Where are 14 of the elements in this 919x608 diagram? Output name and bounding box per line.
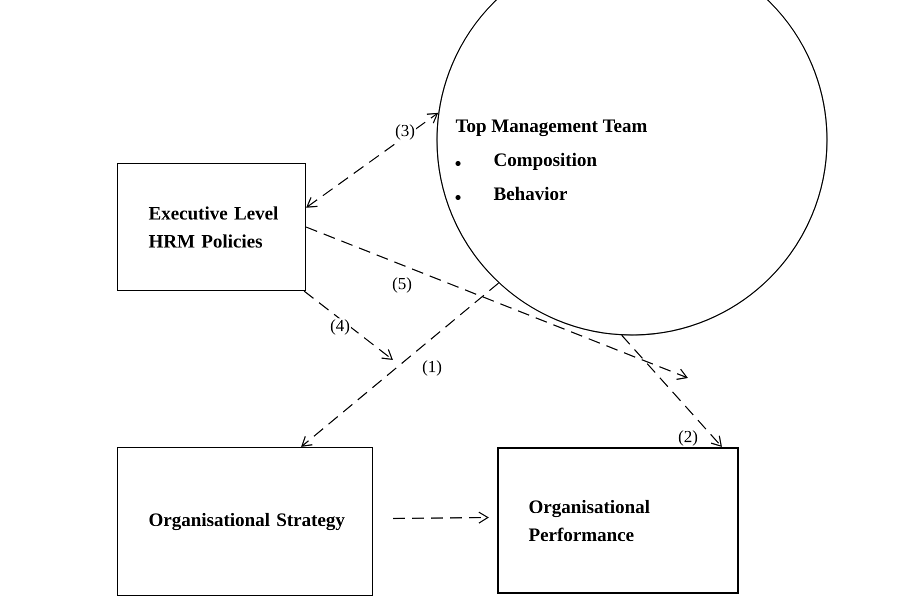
arrow (621, 334, 722, 447)
arrow (304, 290, 393, 360)
arrow (306, 112, 438, 208)
text-box: Executive Level HRM Policies (117, 163, 306, 291)
arrow (306, 226, 688, 380)
edge-label: (5) (391, 276, 413, 294)
text-box: Organisational Strategy (117, 447, 373, 596)
edge-label: (4) (329, 318, 351, 336)
text-box: Organisational Performance (497, 447, 739, 594)
arrow (393, 512, 489, 524)
edge-label: (2) (677, 429, 699, 447)
edge-label: (3) (394, 123, 416, 141)
arrow (301, 282, 499, 447)
edge-label: (1) (421, 359, 443, 377)
